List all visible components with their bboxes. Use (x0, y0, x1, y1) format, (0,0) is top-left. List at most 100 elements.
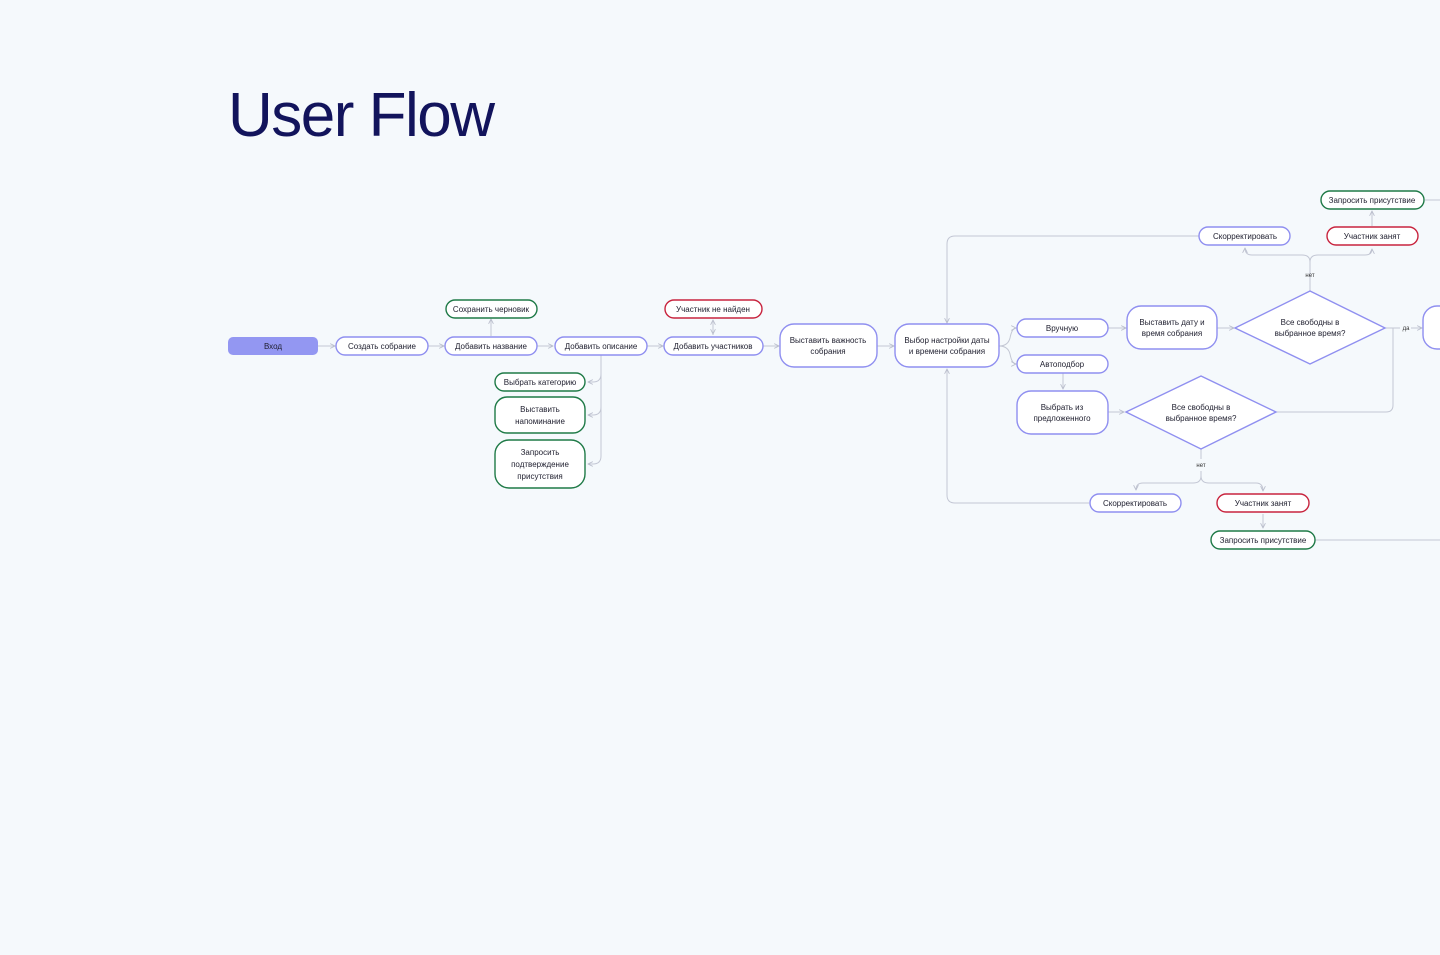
manual-shape (1016, 318, 1109, 338)
adjust-top-shape (1198, 226, 1291, 246)
request-confirmation-label-line2: подтверждение (511, 460, 569, 469)
edge-no-adjust-bottom (1136, 471, 1202, 490)
set-reminder-label-line1: Выставить (520, 405, 560, 414)
edge-label-yes-top: да (1403, 326, 1411, 332)
decision-bottom-label-line1: Все свободны в (1172, 403, 1231, 412)
flow-node-adjust-top: Скорректировать (1198, 226, 1291, 246)
participant-not-found-label: Участник не найден (676, 305, 750, 314)
add-participants-label: Добавить участников (673, 342, 752, 351)
flow-node-request-presence-top: Запросить присутствие (1320, 190, 1425, 210)
adjust-top-label: Скорректировать (1213, 232, 1277, 241)
flow-node-request-confirmation: Запросить подтверждение присутствия (494, 439, 586, 489)
edge-adjust-bottom-loop (947, 369, 1089, 504)
participant-not-found-shape (664, 299, 763, 319)
edge-decision-bottom-yes (1276, 328, 1394, 413)
choose-datetime-mode-shape (894, 323, 1000, 368)
flow-node-set-datetime: Выставить дату и время собрания (1126, 305, 1218, 350)
edge-to-category (588, 373, 602, 382)
request-presence-bottom-label: Запросить присутствие (1220, 536, 1307, 545)
add-description-label: Добавить описание (565, 342, 638, 351)
decision-bottom-shape (1124, 375, 1278, 450)
flow-node-choose-datetime-mode: Выбор настройки даты и времени собрания (894, 323, 1000, 368)
create-shape (335, 336, 429, 356)
add-name-label: Добавить название (455, 342, 528, 351)
flow-node-set-reminder: Выставить напоминание (494, 396, 586, 434)
flow-node-choose-suggested: Выбрать из предложенного (1016, 390, 1109, 435)
save-draft-label: Сохранить черновик (453, 305, 530, 314)
set-importance-shape (779, 323, 878, 368)
add-participants-shape (663, 336, 764, 356)
manual-label: Вручную (1046, 324, 1078, 333)
choose-datetime-mode-label-line1: Выбор настройки даты (904, 336, 989, 345)
choose-category-shape (494, 372, 586, 392)
decision-top-shape (1233, 290, 1387, 365)
decision-top-label-line2: выбранное время? (1275, 329, 1346, 338)
request-presence-top-shape (1320, 190, 1425, 210)
busy-bottom-shape (1216, 493, 1310, 513)
edge-datetime-auto (998, 345, 1016, 364)
flow-node-set-importance: Выставить важность собрания (779, 323, 878, 368)
flow-node-participant-not-found: Участник не найден (664, 299, 763, 319)
flow-node-choose-category: Выбрать категорию (494, 372, 586, 392)
choose-suggested-label-line1: Выбрать из (1041, 403, 1084, 412)
flow-node-save-draft: Сохранить черновик (445, 299, 538, 319)
set-datetime-shape (1126, 305, 1218, 350)
set-reminder-label-line2: напоминание (515, 417, 565, 426)
flow-node-request-presence-bottom: Запросить присутствие (1210, 530, 1316, 550)
adjust-bottom-shape (1089, 493, 1182, 513)
adjust-bottom-label: Скорректировать (1103, 499, 1167, 508)
edge-no-busy-bottom (1200, 475, 1263, 491)
start-shape (228, 337, 318, 355)
auto-shape (1016, 354, 1109, 374)
edge-datetime-manual (998, 328, 1016, 347)
flow-node-add-participants: Добавить участников (663, 336, 764, 356)
flow-node-manual: Вручную (1016, 318, 1109, 338)
auto-label: Автоподбор (1040, 360, 1085, 369)
start-label: Вход (264, 342, 282, 351)
set-reminder-shape (494, 396, 586, 434)
busy-top-label: Участник занят (1344, 232, 1401, 241)
connectors (318, 199, 1440, 541)
choose-suggested-shape (1016, 390, 1109, 435)
flow-node-add-name: Добавить название (444, 336, 538, 356)
flow-node-start: Вход (228, 337, 318, 355)
flow-node-next-partial (1422, 305, 1440, 350)
flow-node-add-description: Добавить описание (554, 336, 648, 356)
decision-top-label-line1: Все свободны в (1281, 318, 1340, 327)
save-draft-shape (445, 299, 538, 319)
choose-datetime-mode-label-line2: и времени собрания (909, 347, 985, 356)
flow-decision-top: Все свободны в выбранное время? (1233, 290, 1387, 365)
flow-node-auto: Автоподбор (1016, 354, 1109, 374)
create-label: Создать собрание (348, 342, 417, 351)
flow-node-busy-bottom: Участник занят (1216, 493, 1310, 513)
request-confirmation-label-line1: Запросить (521, 448, 560, 457)
request-confirmation-label-line3: присутствия (517, 472, 563, 481)
request-presence-bottom-shape (1210, 530, 1316, 550)
edge-no-adjust-top (1245, 248, 1311, 263)
decision-bottom-label-line2: выбранное время? (1166, 414, 1237, 423)
edge-no-busy-top (1309, 249, 1372, 263)
edge-label-no-top: нет (1305, 273, 1314, 279)
edge-label-no-bottom: нет (1196, 463, 1205, 469)
set-importance-label-line2: собрания (810, 347, 845, 356)
request-confirmation-shape (494, 439, 586, 489)
page-title: User Flow (228, 81, 495, 150)
choose-category-label: Выбрать категорию (504, 378, 577, 387)
busy-top-shape (1326, 226, 1419, 246)
set-importance-label-line1: Выставить важность (790, 336, 867, 345)
add-name-shape (444, 336, 538, 356)
request-presence-top-label: Запросить присутствие (1329, 196, 1416, 205)
flow-node-create: Создать собрание (335, 336, 429, 356)
flow-node-busy-top: Участник занят (1326, 226, 1419, 246)
add-description-shape (554, 336, 648, 356)
edge-description-options (588, 355, 602, 465)
set-datetime-label-line1: Выставить дату и (1139, 318, 1204, 327)
flow-node-adjust-bottom: Скорректировать (1089, 493, 1182, 513)
flow-decision-bottom: Все свободны в выбранное время? (1124, 375, 1278, 450)
edge-adjust-top-loop (947, 235, 1199, 323)
choose-suggested-label-line2: предложенного (1033, 414, 1091, 423)
edge-to-reminder (588, 406, 602, 415)
set-datetime-label-line2: время собрания (1142, 329, 1202, 338)
busy-bottom-label: Участник занят (1235, 499, 1292, 508)
